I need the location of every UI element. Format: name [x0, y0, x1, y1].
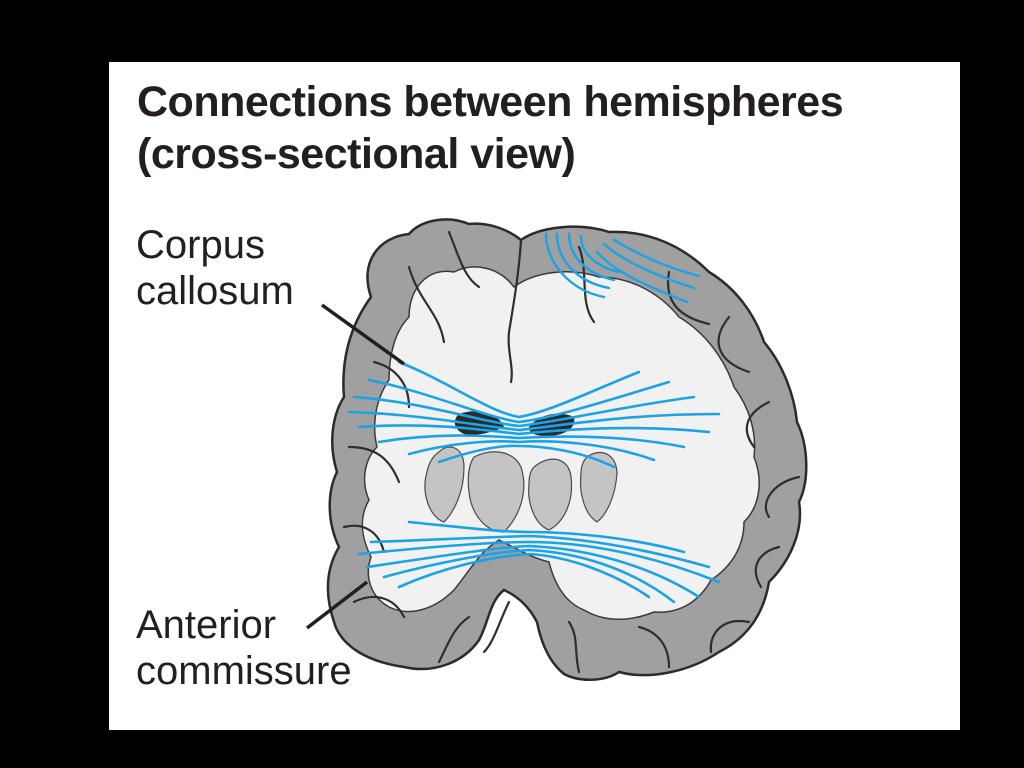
anterior-commissure-label-line-1: Anterior	[136, 603, 277, 647]
corpus-callosum-label: Corpus callosum	[136, 222, 294, 314]
corpus-callosum-label-line-2: callosum	[136, 269, 294, 313]
anterior-commissure-label-line-2: commissure	[136, 649, 352, 693]
title-line-1: Connections between hemispheres	[137, 78, 844, 126]
anterior-commissure-leader	[305, 580, 369, 630]
diagram-title: Connections between hemispheres (cross-s…	[137, 76, 844, 180]
sulci	[342, 230, 801, 674]
title-line-2: (cross-sectional view)	[137, 130, 576, 178]
diagram-panel: Connections between hemispheres (cross-s…	[109, 62, 960, 730]
anterior-commissure-fibers	[357, 520, 721, 604]
corpus-callosum-fibers	[347, 360, 721, 469]
deep-nuclei	[424, 446, 618, 533]
corpus-callosum-leader	[320, 303, 406, 366]
brain-cross-section	[305, 218, 808, 681]
anterior-commissure-label: Anterior commissure	[136, 602, 352, 694]
association-fibers	[544, 232, 701, 304]
corpus-callosum-label-line-1: Corpus	[136, 223, 265, 267]
